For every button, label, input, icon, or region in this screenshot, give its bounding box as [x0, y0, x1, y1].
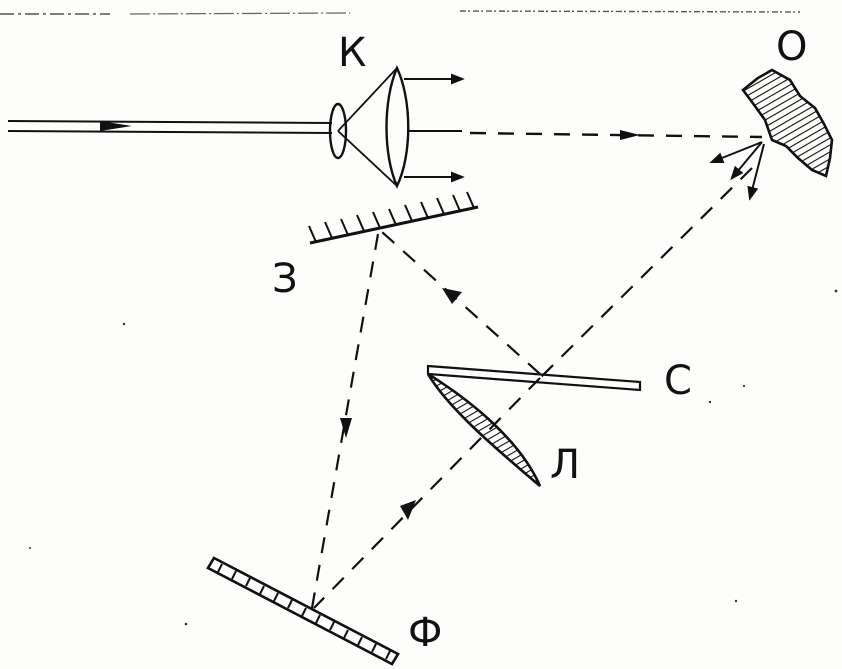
beam-to-object-arrow-icon [620, 130, 640, 140]
scatter-ray-1 [709, 141, 763, 164]
ray-plate-to-mirror-arrow-icon [442, 288, 462, 304]
ray-lens-to-film [313, 377, 541, 609]
object-o [709, 68, 834, 201]
large-lens [385, 65, 410, 189]
ray-lens-to-film-arrow-icon [400, 500, 416, 520]
label-k: К [338, 30, 366, 76]
collimator-lens-k [328, 65, 465, 189]
small-lens [328, 102, 348, 160]
mirror-z [308, 191, 479, 245]
label-l: Л [550, 442, 580, 488]
label-o: О [776, 24, 807, 70]
label-c: С [664, 358, 692, 404]
scatter-ray-3 [747, 143, 765, 201]
label-z: З [272, 256, 298, 302]
plate-c [426, 364, 642, 392]
ray-mirror-to-film [310, 233, 380, 609]
incoming-laser-beam [7, 120, 333, 134]
scatter-ray-2 [730, 141, 763, 181]
ray-mirror-to-film-arrow-icon [340, 418, 352, 438]
ray-plate-to-mirror [381, 231, 541, 375]
scan-edge [0, 10, 801, 15]
beam-arrow-icon [100, 121, 132, 131]
lens-l [426, 372, 542, 487]
ray-object-to-plate [539, 167, 753, 379]
beam-to-object [469, 131, 763, 139]
scan-speckles [29, 289, 838, 626]
label-f: Ф [408, 610, 442, 656]
film-f [206, 556, 400, 666]
